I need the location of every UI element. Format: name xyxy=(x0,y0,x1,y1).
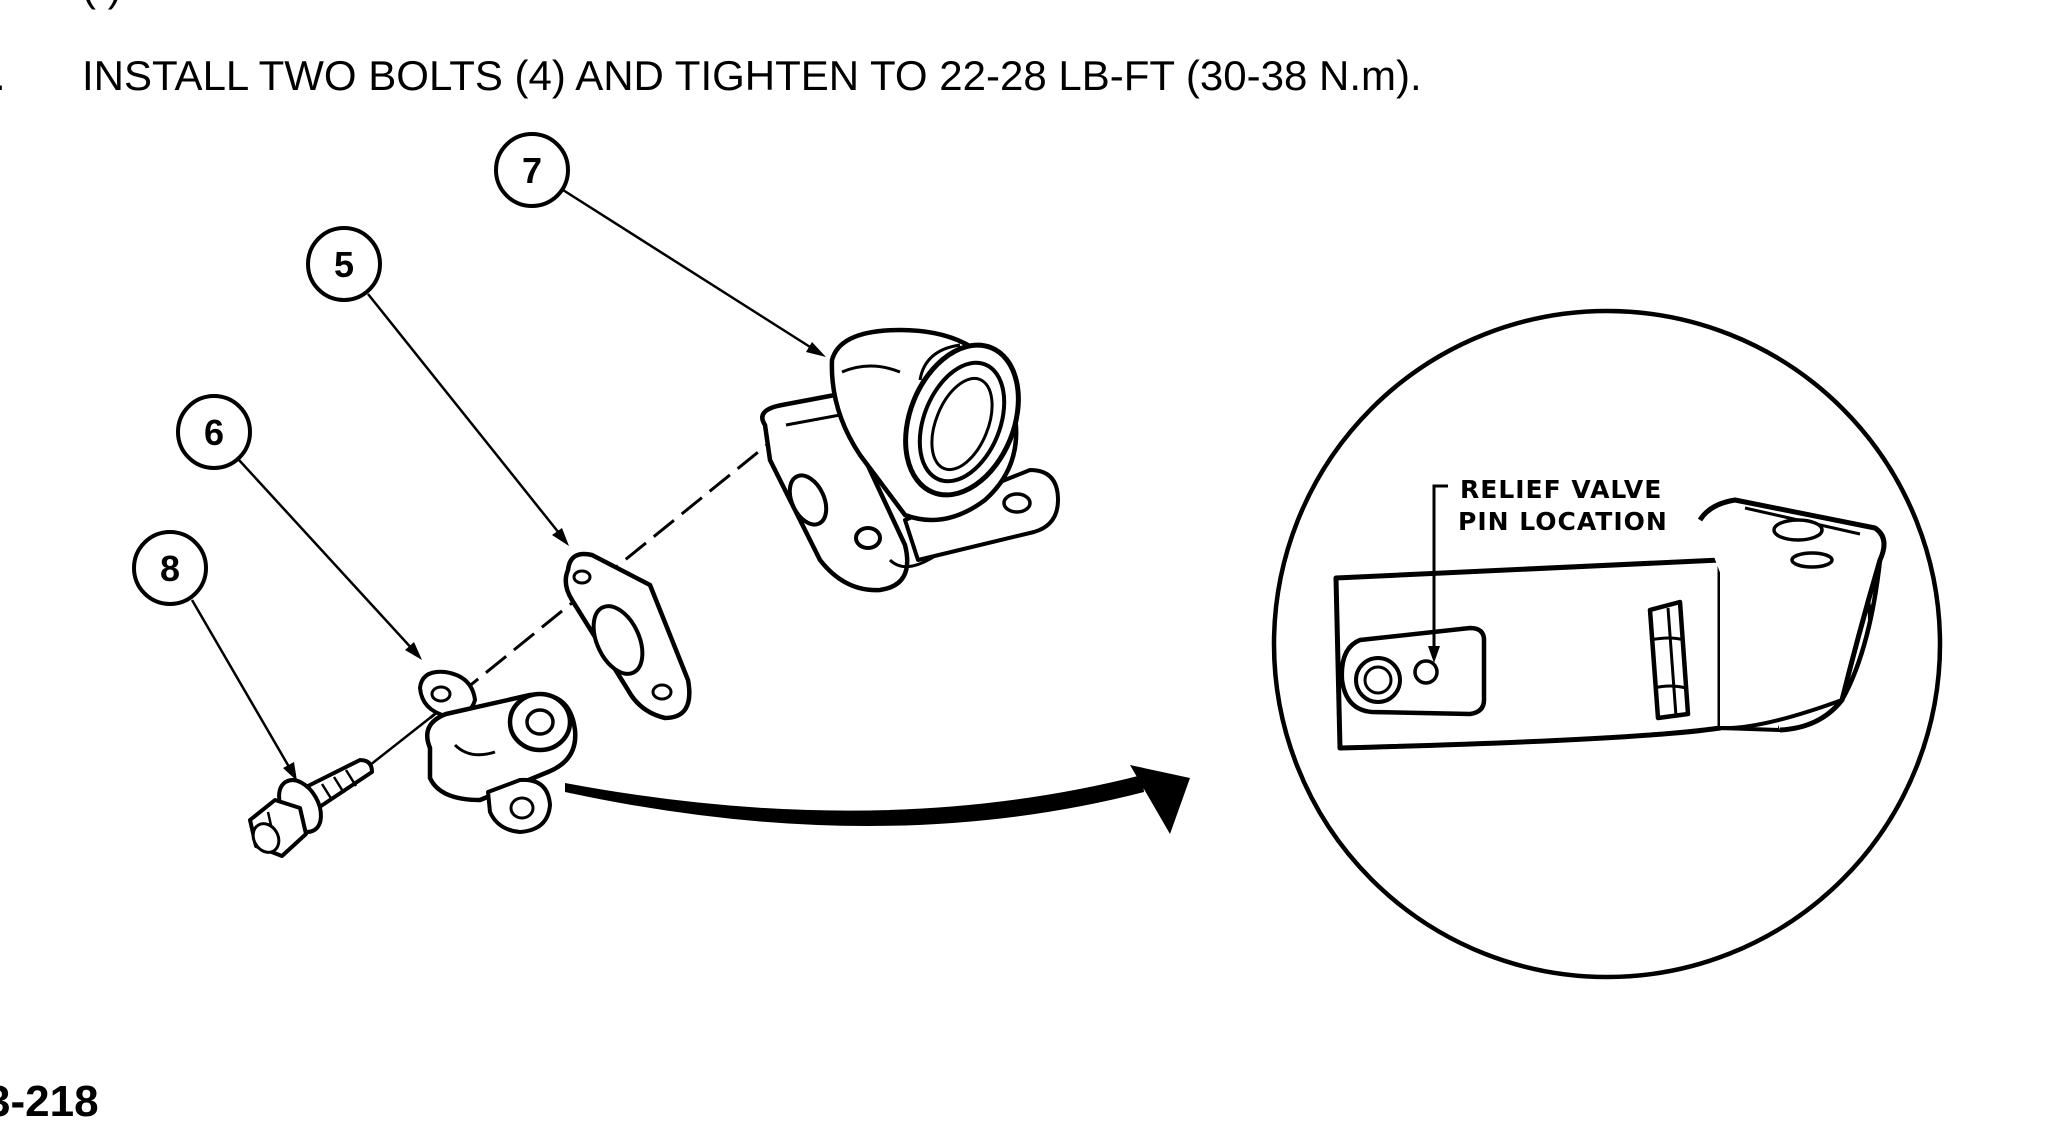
gasket-part xyxy=(563,551,692,721)
callout-8: 8 xyxy=(132,530,297,781)
detail-pointer-arrow xyxy=(565,765,1190,834)
page-number: 3-218 xyxy=(0,1077,99,1126)
previous-step-fragment: ( ) xyxy=(82,0,122,8)
washer-plate-part xyxy=(417,669,478,719)
step-instruction: INSTALL TWO BOLTS (4) AND TIGHTEN TO 22-… xyxy=(82,52,1422,99)
label-line-1: RELIEF VALVE xyxy=(1460,475,1662,504)
callout-7-label: 7 xyxy=(522,150,542,191)
callout-5: 5 xyxy=(306,226,569,546)
callout-6: 6 xyxy=(176,394,422,660)
label-line-2: PIN LOCATION xyxy=(1458,507,1668,536)
flange-bolt-part xyxy=(248,758,374,858)
elbow-housing-part xyxy=(760,327,1060,593)
callout-5-label: 5 xyxy=(334,244,354,285)
detail-view xyxy=(1271,308,1943,980)
relief-valve-pin-label: RELIEF VALVE PIN LOCATION xyxy=(1428,475,1668,663)
relief-valve-part xyxy=(425,691,578,834)
callout-7: 7 xyxy=(494,132,826,357)
step-number: . xyxy=(0,52,6,100)
callout-6-label: 6 xyxy=(204,412,224,453)
callout-8-label: 8 xyxy=(160,548,180,589)
